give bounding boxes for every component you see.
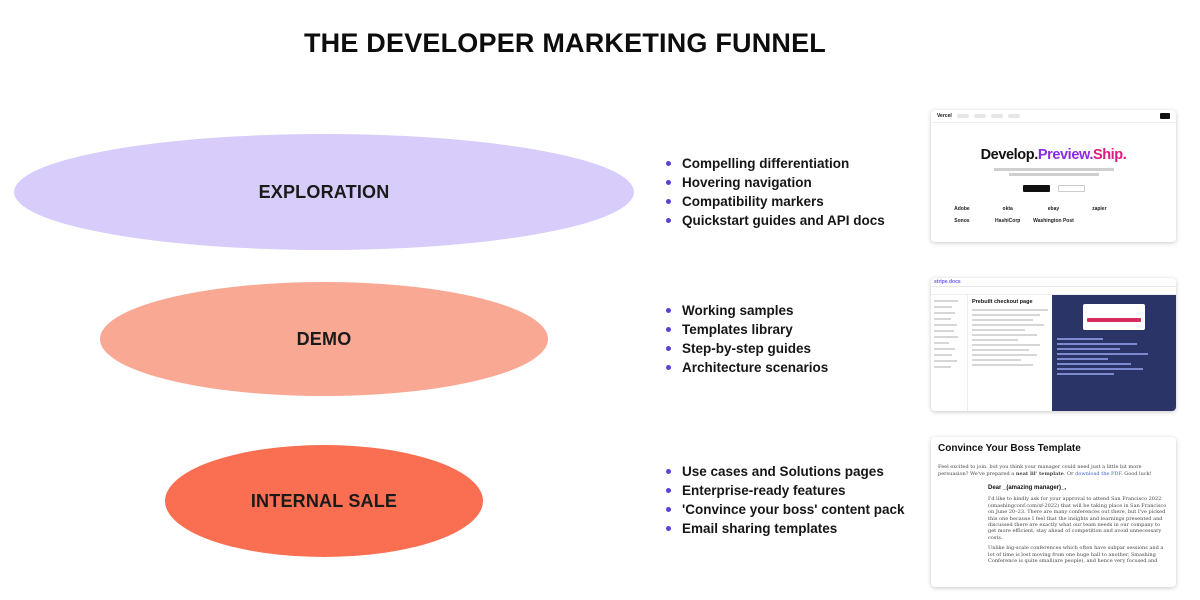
bullet-item: Working samples bbox=[666, 301, 828, 320]
headline-part: Preview. bbox=[1037, 147, 1094, 163]
intro-bold: neat lil' template bbox=[1015, 471, 1064, 477]
bullet-item: Architecture scenarios bbox=[666, 358, 828, 377]
letter-paragraph: Unlike big-scale conferences which often… bbox=[988, 545, 1164, 565]
stripe-topbar: stripe docs bbox=[931, 278, 1176, 287]
stripe-docs-screenshot: stripe docs Prebuilt checkout page bbox=[931, 278, 1176, 411]
customer-logo: Washington Post bbox=[1033, 218, 1074, 224]
stripe-sidebar bbox=[931, 295, 968, 411]
subtitle-line bbox=[1008, 173, 1099, 176]
internal-sale-bullets: Use cases and Solutions pages Enterprise… bbox=[666, 462, 904, 538]
bullet-item: Compelling differentiation bbox=[666, 154, 885, 173]
demo-bullets: Working samples Templates library Step-b… bbox=[666, 301, 828, 377]
letter-salutation: Dear _(amazing manager)_, bbox=[988, 485, 1067, 491]
template-title: Convince Your Boss Template bbox=[938, 443, 1081, 454]
convince-boss-screenshot: Convince Your Boss Template Feel excited… bbox=[931, 437, 1176, 587]
intro-text: . Or bbox=[1063, 471, 1076, 477]
start-deploying-button bbox=[1022, 185, 1050, 192]
bullet-item: 'Convince your boss' content pack bbox=[666, 500, 904, 519]
nav-item bbox=[956, 114, 969, 118]
bullet-item: Enterprise-ready features bbox=[666, 481, 904, 500]
stripe-brand: stripe docs bbox=[934, 279, 961, 285]
stage-demo: DEMO bbox=[100, 282, 548, 396]
bullet-item: Email sharing templates bbox=[666, 519, 904, 538]
get-demo-button bbox=[1057, 185, 1085, 192]
stage-exploration: EXPLORATION bbox=[14, 134, 634, 250]
customer-logo: HashiCorp bbox=[995, 218, 1021, 224]
nav-item bbox=[1007, 114, 1020, 118]
vercel-cta-row bbox=[931, 185, 1176, 192]
diagram-title: THE DEVELOPER MARKETING FUNNEL bbox=[303, 28, 827, 58]
bullet-item: Hovering navigation bbox=[666, 173, 885, 192]
nav-signup-button bbox=[1160, 113, 1170, 119]
stage-label: DEMO bbox=[296, 328, 352, 349]
customer-logo: ebay bbox=[1047, 206, 1060, 212]
customer-logo: Sonos bbox=[954, 218, 970, 224]
download-pdf-link: download the PDF bbox=[1075, 471, 1122, 477]
subtitle-line bbox=[993, 168, 1114, 171]
intro-text: Feel excited to join, but you think your… bbox=[938, 464, 1142, 477]
stripe-tabs bbox=[931, 287, 1176, 295]
stripe-content: Prebuilt checkout page bbox=[968, 295, 1052, 411]
stage-label: EXPLORATION bbox=[258, 181, 390, 202]
customer-logo bbox=[1124, 206, 1166, 212]
vercel-nav: Vercel bbox=[931, 110, 1176, 123]
headline-part: Ship. bbox=[1092, 147, 1127, 163]
bullet-item: Use cases and Solutions pages bbox=[666, 462, 904, 481]
stripe-heading: Prebuilt checkout page bbox=[972, 299, 1033, 305]
letter-paragraph: I'd like to kindly ask for your approval… bbox=[988, 496, 1167, 541]
customer-logo: okta bbox=[1002, 206, 1013, 212]
headline-part: Develop. bbox=[980, 147, 1039, 163]
vercel-screenshot: Vercel Develop.Preview.Ship. Adobe okta … bbox=[931, 110, 1176, 242]
letter-body: Dear _(amazing manager)_, I'd like to ki… bbox=[988, 485, 1169, 564]
bullet-item: Compatibility markers bbox=[666, 192, 885, 211]
stage-internal-sale: INTERNAL SALE bbox=[165, 445, 483, 557]
intro-text: . Good luck! bbox=[1121, 471, 1152, 477]
template-intro: Feel excited to join, but you think your… bbox=[938, 464, 1169, 478]
checkout-preview-card bbox=[1083, 304, 1145, 330]
stripe-body: Prebuilt checkout page bbox=[931, 295, 1176, 411]
customer-logo: Adobe bbox=[954, 206, 970, 212]
vercel-headline: Develop.Preview.Ship. bbox=[931, 147, 1176, 163]
customer-logo: zapier bbox=[1092, 206, 1107, 212]
bullet-item: Templates library bbox=[666, 320, 828, 339]
stripe-code-panel bbox=[1052, 295, 1176, 411]
bullet-item: Step-by-step guides bbox=[666, 339, 828, 358]
nav-item bbox=[973, 114, 986, 118]
vercel-logo: Vercel bbox=[937, 113, 952, 119]
nav-item bbox=[990, 114, 1003, 118]
exploration-bullets: Compelling differentiation Hovering navi… bbox=[666, 154, 885, 230]
stage-label: INTERNAL SALE bbox=[250, 490, 398, 511]
customer-logos: Adobe okta ebay zapier Sonos HashiCorp W… bbox=[931, 192, 1176, 224]
bullet-item: Quickstart guides and API docs bbox=[666, 211, 885, 230]
